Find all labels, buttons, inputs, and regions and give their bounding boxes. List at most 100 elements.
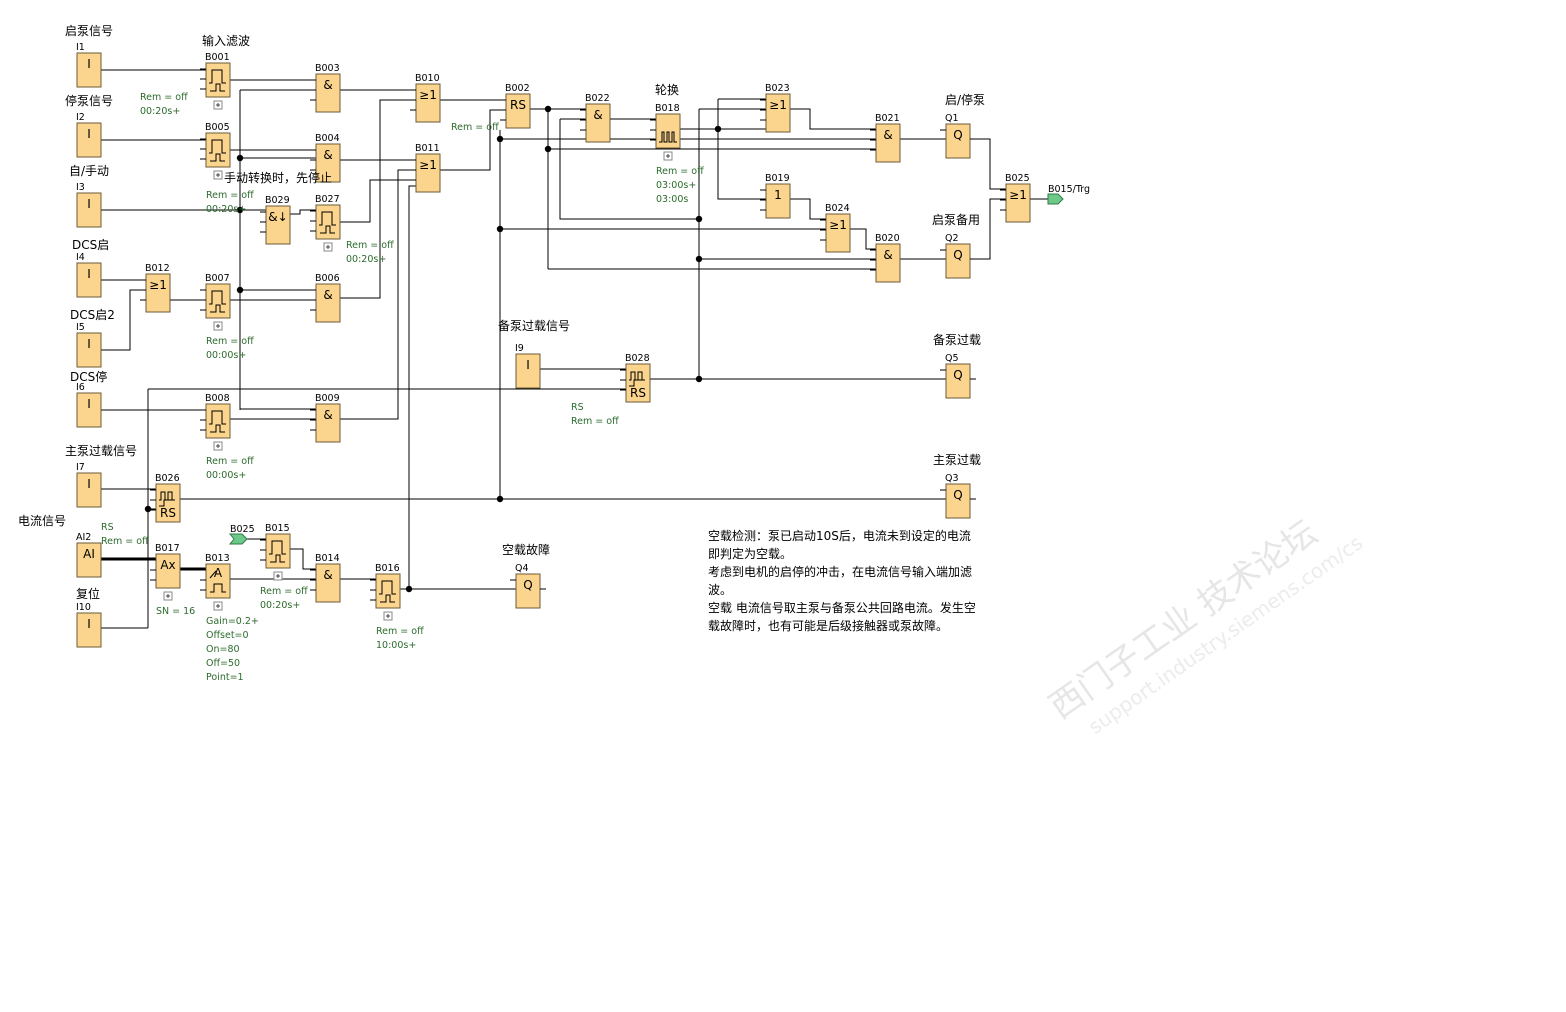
block-b021[interactable]: B021& (870, 113, 901, 163)
expand-params-icon[interactable] (213, 170, 223, 180)
block-b029[interactable]: B029&↓ (260, 195, 291, 245)
block-body[interactable] (825, 213, 851, 253)
block-b009[interactable]: B009& (310, 393, 341, 443)
block-body[interactable] (265, 205, 291, 245)
expand-params-icon[interactable] (663, 151, 673, 161)
expand-params-icon[interactable] (213, 441, 223, 451)
block-b007[interactable]: B007 (200, 273, 231, 331)
block-b008[interactable]: B008 (200, 393, 231, 451)
block-body[interactable] (945, 363, 971, 399)
block-body[interactable] (315, 283, 341, 323)
block-body[interactable] (875, 123, 901, 163)
expand-params-icon[interactable] (213, 321, 223, 331)
block-body[interactable] (375, 573, 401, 609)
block-b014[interactable]: B014& (310, 553, 341, 603)
block-body[interactable] (265, 533, 291, 569)
block-body[interactable] (76, 332, 102, 368)
block-body[interactable] (515, 573, 541, 609)
block-body[interactable] (765, 183, 791, 219)
block-body[interactable] (145, 273, 171, 313)
block-body[interactable] (765, 93, 791, 133)
block-body[interactable] (76, 262, 102, 298)
block-b006[interactable]: B006& (310, 273, 341, 323)
connector-flag-icon[interactable] (228, 533, 248, 545)
block-body[interactable] (205, 403, 231, 439)
connector-flag-icon[interactable] (1047, 193, 1064, 205)
expand-params-icon[interactable] (273, 571, 283, 581)
block-b005[interactable]: B005 (200, 122, 231, 180)
block-body[interactable] (76, 612, 102, 648)
block-body[interactable] (155, 483, 181, 523)
block-body[interactable] (875, 243, 901, 283)
block-body[interactable] (655, 113, 681, 149)
block-body[interactable] (155, 553, 181, 589)
block-body[interactable] (315, 563, 341, 603)
block-b020[interactable]: B020& (870, 233, 901, 283)
expand-params-icon[interactable] (163, 591, 173, 601)
block-body[interactable] (945, 243, 971, 279)
block-b011[interactable]: B011≥1 (410, 143, 441, 193)
block-body[interactable] (76, 52, 102, 88)
block-body[interactable] (415, 153, 441, 193)
block-body[interactable] (505, 93, 531, 129)
block-b015[interactable]: B015 (260, 523, 291, 581)
block-b024[interactable]: B024≥1 (820, 203, 851, 253)
block-b023[interactable]: B023≥1 (760, 83, 791, 133)
block-b022[interactable]: B022& (580, 93, 611, 143)
block-body[interactable] (205, 62, 231, 98)
block-body[interactable] (76, 122, 102, 158)
block-body[interactable] (76, 472, 102, 508)
expand-params-icon[interactable] (213, 601, 223, 611)
expand-params-icon[interactable] (323, 242, 333, 252)
expand-params-icon[interactable] (213, 100, 223, 110)
block-body[interactable] (315, 73, 341, 113)
block-b025[interactable]: B025≥1 (1000, 173, 1031, 223)
block-body[interactable] (1005, 183, 1031, 223)
block-body[interactable] (945, 483, 971, 519)
block-symbol: ≥1 (149, 278, 167, 292)
block-body[interactable] (315, 204, 341, 240)
block-body[interactable] (205, 283, 231, 319)
expand-params-icon[interactable] (383, 611, 393, 621)
block-body[interactable] (315, 143, 341, 183)
block-body[interactable] (415, 83, 441, 123)
block-body[interactable] (76, 392, 102, 428)
block-body[interactable] (76, 192, 102, 228)
block-b016[interactable]: B016 (370, 563, 401, 621)
block-b004[interactable]: B004& (310, 133, 341, 183)
block-body[interactable] (625, 363, 651, 403)
block-body[interactable] (945, 123, 971, 159)
block-b003[interactable]: B003& (310, 63, 341, 113)
block-body[interactable] (515, 353, 541, 389)
block-b027[interactable]: B027 (310, 194, 341, 252)
block-body[interactable] (585, 103, 611, 143)
block-body[interactable] (76, 542, 102, 578)
block-body[interactable] (205, 132, 231, 168)
block-body[interactable] (315, 403, 341, 443)
block-b010[interactable]: B010≥1 (410, 73, 441, 123)
block-b012[interactable]: B012≥1 (140, 263, 171, 313)
